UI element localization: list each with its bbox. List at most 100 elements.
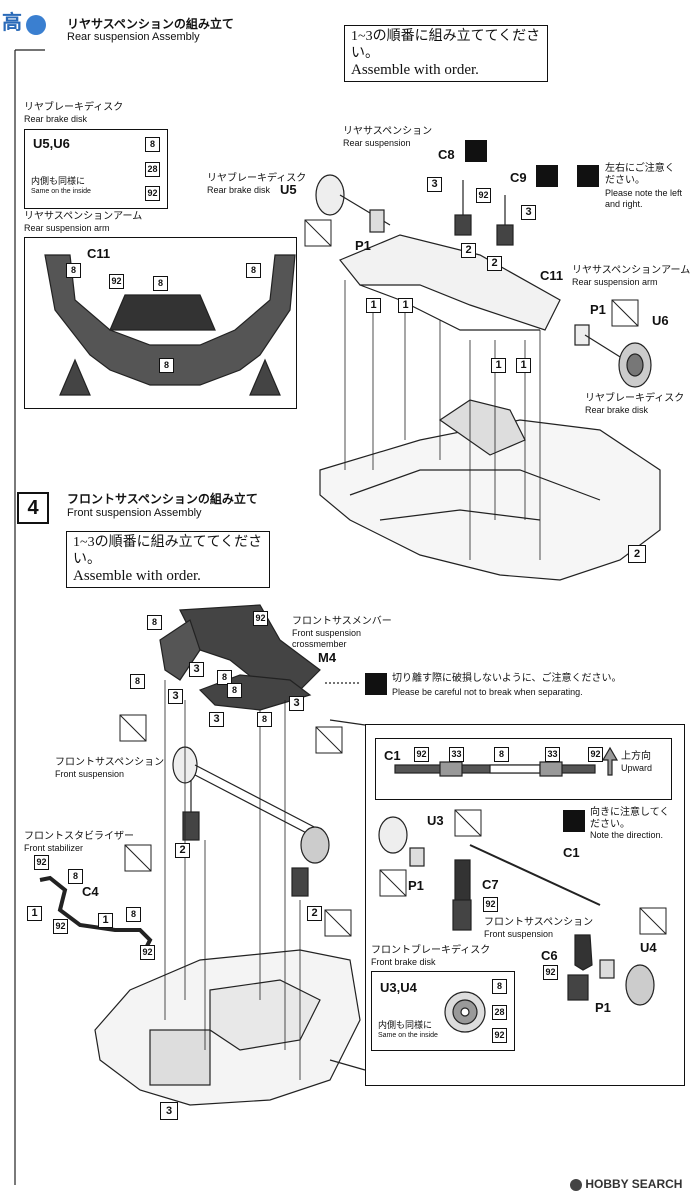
front-disk-panel: U3,U4 内側も同様に Same on the inside 8 28 92 bbox=[371, 971, 515, 1051]
rear-arm-label-en: Rear suspension arm bbox=[24, 223, 110, 233]
front-c1-label: C1 bbox=[563, 845, 580, 860]
front-detail-tag-92a: 92 bbox=[483, 897, 498, 912]
step3-order-en: Assemble with order. bbox=[351, 62, 479, 78]
step4-number: 4 bbox=[17, 492, 49, 524]
c1-tag-92a: 92 bbox=[414, 747, 429, 762]
rear-disk-right-en: Rear brake disk bbox=[585, 405, 649, 415]
front-seq-3d: 3 bbox=[289, 696, 304, 711]
rear-c11-label-en: Rear suspension arm bbox=[572, 277, 658, 287]
front-tag-92b: 92 bbox=[34, 855, 49, 870]
front-seq-2a: 2 bbox=[175, 843, 190, 858]
rear-c9-label: C9 bbox=[510, 170, 527, 185]
step3-title-en: Rear suspension Assembly bbox=[67, 31, 200, 43]
rear-disk-label-en: Rear brake disk bbox=[24, 114, 88, 124]
logo-text: 高 bbox=[2, 12, 22, 34]
front-disk-label-en: Front brake disk bbox=[371, 957, 436, 967]
front-tag-8d: 8 bbox=[227, 683, 242, 698]
front-tag-8c: 8 bbox=[217, 670, 232, 685]
front-seq-1b: 1 bbox=[98, 913, 113, 928]
rear-lr-note-jp: 左右にご注意ください。 bbox=[605, 163, 675, 186]
hobby-search-watermark: HOBBY SEARCH bbox=[570, 1177, 682, 1191]
front-detail-susp-en: Front suspension bbox=[484, 929, 554, 939]
logo-circle-icon bbox=[26, 14, 47, 35]
rear-body-num: 2 bbox=[628, 545, 646, 563]
rear-arm-tag-8c: 8 bbox=[159, 358, 174, 373]
front-disk-tag-28: 28 bbox=[492, 1005, 507, 1020]
front-seq-3a: 3 bbox=[189, 662, 204, 677]
front-detail-tag-92b: 92 bbox=[543, 965, 558, 980]
front-seq-3c: 3 bbox=[209, 712, 224, 727]
front-tag-8g: 8 bbox=[126, 907, 141, 922]
c1-panel-label: C1 bbox=[384, 748, 401, 763]
upward-en: Upward bbox=[621, 763, 653, 773]
front-tag-8e: 8 bbox=[257, 712, 272, 727]
careful-note-jp: 切り離す際に破損しないように、ご注意ください。 bbox=[392, 673, 622, 684]
front-c4-label: C4 bbox=[82, 884, 99, 899]
front-detail-susp-jp: フロントサスペンション bbox=[484, 917, 594, 928]
front-u3-label: U3 bbox=[427, 813, 444, 828]
rear-c11-label-jp: リヤサスペンションアーム bbox=[572, 265, 691, 276]
site-logo: 高 bbox=[2, 6, 62, 35]
front-p1b-label: P1 bbox=[595, 1000, 611, 1015]
rear-arm-part: C11 bbox=[87, 246, 111, 261]
upward-jp: 上方向 bbox=[621, 751, 651, 762]
caution-icon bbox=[365, 673, 387, 695]
front-c7-label: C7 bbox=[482, 877, 499, 892]
rear-disk-label-jp: リヤブレーキディスク bbox=[24, 102, 124, 113]
rear-p1-right-label: P1 bbox=[590, 302, 606, 317]
rear-arm-panel: C11 8 92 8 8 8 bbox=[24, 237, 297, 409]
front-u4-label: U4 bbox=[640, 940, 657, 955]
front-tag-92d: 92 bbox=[140, 945, 155, 960]
step3-order-note: 1~3の順番に組み立ててください。 Assemble with order. bbox=[344, 25, 548, 82]
rear-arm-tag-92: 92 bbox=[109, 274, 124, 289]
front-m4-label: M4 bbox=[318, 650, 337, 665]
rear-disk-same-en: Same on the inside bbox=[31, 188, 91, 195]
rear-susp-label-jp: リヤサスペンション bbox=[343, 126, 433, 137]
rear-disk-left-en: Rear brake disk bbox=[207, 185, 271, 195]
front-disk-label-jp: フロントブレーキディスク bbox=[371, 945, 491, 956]
step4-title-en: Front suspension Assembly bbox=[67, 507, 202, 519]
rear-disk-tag-92: 92 bbox=[145, 186, 160, 201]
rear-lr-note-en: Please note the left and right. bbox=[605, 188, 683, 209]
rear-seq-3a: 3 bbox=[427, 177, 442, 192]
front-seq-3b: 3 bbox=[168, 689, 183, 704]
crossmember-en2: crossmember bbox=[292, 639, 347, 649]
rear-seq-1b: 1 bbox=[398, 298, 413, 313]
front-tag-92c: 92 bbox=[53, 919, 68, 934]
front-body-num: 3 bbox=[160, 1102, 178, 1120]
rear-tag-92: 92 bbox=[476, 188, 491, 203]
front-disk-tag-92: 92 bbox=[492, 1028, 507, 1043]
rear-seq-2a: 2 bbox=[461, 243, 476, 258]
rear-u6-label: U6 bbox=[652, 313, 669, 328]
step4-order-note: 1~3の順番に組み立ててください。 Assemble with order. bbox=[66, 531, 270, 588]
front-c6-label: C6 bbox=[541, 948, 558, 963]
front-tag-8f: 8 bbox=[68, 869, 83, 884]
front-disk-same-en: Same on the inside bbox=[378, 1032, 438, 1039]
rear-disk-tag-28: 28 bbox=[145, 162, 160, 177]
rear-seq-2b: 2 bbox=[487, 256, 502, 271]
c1-tag-33b: 33 bbox=[545, 747, 560, 762]
caution-icon bbox=[577, 165, 599, 187]
step3-order-jp: 1~3の順番に組み立ててください。 bbox=[351, 29, 541, 61]
front-seq-1a: 1 bbox=[27, 906, 42, 921]
front-tag-8b: 8 bbox=[130, 674, 145, 689]
c1-tag-33a: 33 bbox=[449, 747, 464, 762]
front-detail-panel bbox=[365, 724, 685, 1086]
rear-seq-1a: 1 bbox=[366, 298, 381, 313]
step3-title-jp: リヤサスペンションの組み立て bbox=[67, 17, 234, 31]
caution-icon bbox=[465, 140, 487, 162]
rear-arm-tag-8d: 8 bbox=[246, 263, 261, 278]
front-tag-8a: 8 bbox=[147, 615, 162, 630]
front-disk-parts: U3,U4 bbox=[380, 980, 417, 995]
caution-icon bbox=[563, 810, 585, 832]
caution-icon bbox=[536, 165, 558, 187]
direction-note-jp: 向きに注意してください。 bbox=[590, 807, 670, 830]
step4-title-jp: フロントサスペンションの組み立て bbox=[67, 492, 258, 506]
watermark-text: HOBBY SEARCH bbox=[585, 1177, 683, 1191]
c1-tag-92b: 92 bbox=[588, 747, 603, 762]
rear-disk-tag-8: 8 bbox=[145, 137, 160, 152]
watermark-logo-icon bbox=[570, 1178, 582, 1191]
rear-disk-left-jp: リヤブレーキディスク bbox=[207, 173, 307, 184]
step4-order-en: Assemble with order. bbox=[73, 568, 201, 584]
rear-c11-label: C11 bbox=[540, 268, 564, 283]
